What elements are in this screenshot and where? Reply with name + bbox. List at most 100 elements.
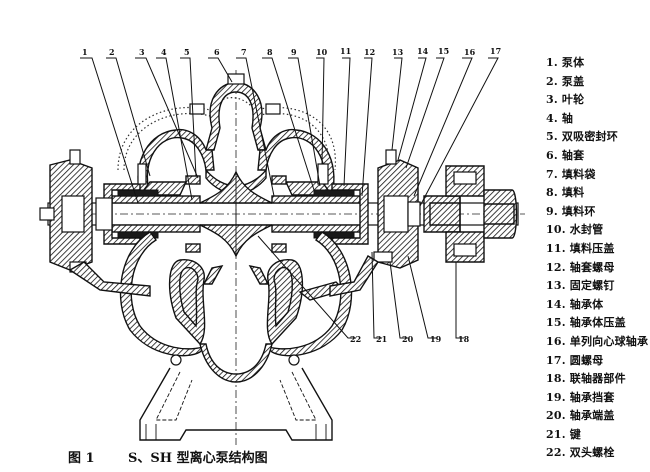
seal-ring-right-lower (271, 243, 287, 253)
legend-part-name: 键 (569, 427, 581, 441)
legend-item: 3. 叶轮 (546, 91, 650, 110)
legend-part-name: 填料环 (561, 204, 596, 218)
leader-14 (397, 57, 427, 161)
figure-number: 图 1 (68, 451, 95, 466)
impeller (199, 168, 273, 258)
leader-11 (342, 57, 351, 187)
foot-bolt-left (170, 354, 182, 366)
callout-5: 5 (184, 47, 190, 57)
pump-cover (137, 73, 335, 196)
legend-item: 15. 轴承体压盖 (546, 314, 650, 333)
leader-20 (389, 261, 408, 339)
callout-11: 11 (340, 46, 351, 56)
callout-2: 2 (109, 47, 115, 57)
pump-base (139, 367, 333, 441)
legend-part-name: 联轴器部件 (569, 372, 626, 386)
callout-15: 15 (438, 46, 449, 56)
callout-22: 22 (350, 334, 361, 344)
leader-2 (106, 57, 151, 177)
stuffing-box-right (331, 183, 369, 245)
callout-6: 6 (214, 47, 220, 57)
legend-item: 9. 填料环 (546, 203, 650, 222)
legend-number: 17. (546, 353, 566, 367)
leader-4 (156, 57, 193, 201)
callout-9: 9 (291, 47, 297, 57)
callout-numbers-bottom: 22 21 20 19 18 (350, 334, 470, 344)
legend-number: 20. (546, 409, 566, 423)
cover-bolt-left (189, 103, 205, 115)
legend-item: 20. 轴承端盖 (546, 407, 650, 426)
legend-number: 8. (546, 186, 558, 200)
leader-10 (316, 57, 325, 165)
foot-bolt-right (288, 354, 300, 366)
leader-16 (413, 57, 473, 197)
legend-part-name: 轴 (561, 111, 574, 125)
coupling (423, 165, 518, 263)
callout-18: 18 (458, 334, 470, 344)
legend-number: 5. (546, 130, 558, 144)
seal-ring-left (185, 175, 201, 185)
legend-item: 1. 泵体 (546, 54, 650, 73)
legend-item: 17. 圆螺母 (546, 352, 650, 371)
shaft-sleeve-left-lower (111, 224, 201, 233)
right-bearing-assembly (329, 149, 421, 297)
legend-number: 9. (546, 204, 558, 218)
legend-item: 12. 轴套螺母 (546, 259, 650, 278)
legend-part-name: 轴套 (561, 148, 585, 162)
legend-item: 19. 轴承挡套 (546, 389, 650, 408)
legend-part-name: 轴承端盖 (569, 409, 615, 423)
leader-5 (180, 57, 197, 177)
shaft-sleeve-right-lower (271, 224, 361, 233)
legend-part-name: 轴套螺母 (569, 260, 615, 274)
leader-8 (262, 57, 315, 191)
callout-1: 1 (82, 47, 88, 57)
legend-item: 8. 填料 (546, 184, 650, 203)
leader-12 (361, 57, 373, 197)
leader-1 (80, 57, 139, 204)
leader-22 (257, 235, 356, 339)
leader-15 (405, 57, 445, 169)
grease-cup-left (69, 149, 81, 165)
water-seal-pipe-left (137, 163, 147, 185)
figure-caption: 图 1 S、SH 型离心泵结构图 (68, 447, 268, 466)
legend-part-name: 圆螺母 (569, 353, 604, 367)
legend-item: 18. 联轴器部件 (546, 370, 650, 389)
leader-18 (455, 262, 464, 339)
legend-item: 14. 轴承体 (546, 296, 650, 315)
grease-cup-right (385, 149, 397, 165)
callout-13: 13 (392, 47, 404, 57)
legend-part-name: 轴承体压盖 (569, 316, 626, 330)
legend-item: 6. 轴套 (546, 147, 650, 166)
leader-13 (391, 57, 403, 151)
leader-9 (288, 57, 321, 187)
leader-19 (407, 255, 436, 339)
legend-part-name: 单列向心球轴承 (569, 334, 649, 348)
legend-number: 21. (546, 427, 566, 441)
legend-part-name: 轴承挡套 (569, 390, 615, 404)
legend-number: 19. (546, 390, 566, 404)
callout-numbers-top: 1 2 3 4 5 6 7 8 9 10 11 12 13 14 15 16 1… (82, 46, 501, 57)
legend-number: 12. (546, 260, 566, 274)
callout-21: 21 (376, 334, 387, 344)
legend-part-name: 泵体 (561, 56, 585, 69)
legend-item: 21. 键 (546, 426, 650, 445)
callout-10: 10 (316, 47, 328, 57)
legend-part-name: 泵盖 (561, 74, 585, 88)
legend-number: 22. (546, 446, 566, 460)
legend-item: 16. 单列向心球轴承 (546, 333, 650, 352)
parts-legend: 1. 泵体 2. 泵盖 3. 叶轮 4. 轴 5. 双吸密封环 6. 轴套 7.… (546, 54, 650, 463)
legend-item: 4. 轴 (546, 110, 650, 129)
legend-number: 6. (546, 148, 558, 162)
legend-number: 18. (546, 372, 566, 386)
callout-20: 20 (402, 334, 414, 344)
figure-title: S、SH 型离心泵结构图 (128, 451, 268, 466)
legend-item: 11. 填料压盖 (546, 240, 650, 259)
callout-7: 7 (241, 47, 247, 57)
callout-19: 19 (430, 334, 442, 344)
round-nut-right (407, 201, 421, 227)
legend-number: 3. (546, 93, 558, 107)
legend-item: 5. 双吸密封环 (546, 128, 650, 147)
pump-cover-phantom-outline (117, 97, 336, 171)
legend-item: 2. 泵盖 (546, 73, 650, 92)
